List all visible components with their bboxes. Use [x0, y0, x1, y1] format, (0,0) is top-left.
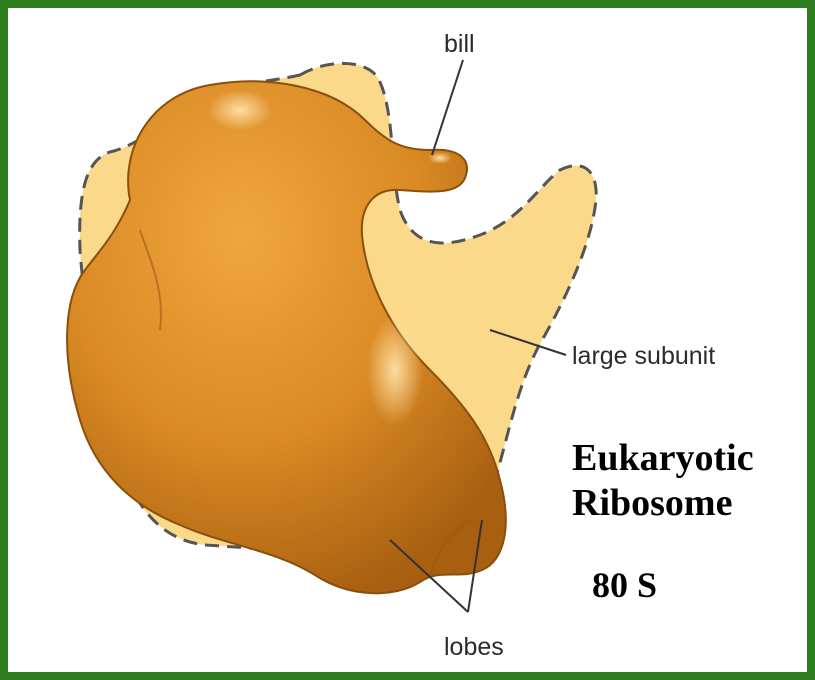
large-subunit-label: large subunit	[572, 342, 715, 370]
title-line-2: Ribosome	[572, 482, 732, 524]
bill-label: bill	[444, 30, 475, 58]
bill-leader-line	[432, 60, 463, 155]
lobes-label: lobes	[444, 633, 504, 661]
title-line-1: Eukaryotic	[572, 437, 754, 479]
sedimentation-value: 80 S	[592, 565, 657, 605]
body-highlight	[367, 315, 423, 425]
head-highlight	[208, 90, 272, 130]
